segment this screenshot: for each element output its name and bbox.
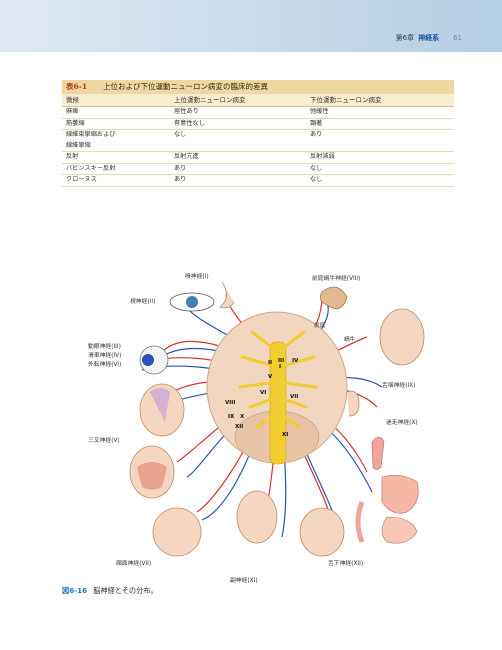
- nose-illustration: [219, 281, 235, 309]
- figure-caption: 図6-16 脳神経とその分布。: [62, 586, 158, 596]
- cochlea-label: 蝸牛: [344, 337, 356, 343]
- numeral-label: IV: [292, 358, 299, 364]
- table-cell: 反射: [66, 153, 79, 160]
- table-cell: 顕著: [310, 119, 323, 127]
- numeral-label: III: [278, 358, 285, 364]
- vestibule-label: 前庭: [314, 323, 326, 329]
- numeral-label: X: [240, 414, 245, 420]
- table-cell: 反射減弱: [310, 153, 335, 160]
- table-header-row: 徴候 上位運動ニューロン病変 下位運動ニューロン病変: [62, 94, 454, 107]
- table-cell: 線維束攣縮および 線維攣縮: [66, 131, 116, 149]
- oculomotor-nerve-label: 動眼神経(III): [88, 344, 121, 350]
- inner-ear-illustration: [319, 286, 348, 309]
- comparison-table: 表6-1 上位および下位運動ニューロン病変の臨床的差異 徴候 上位運動ニューロン病…: [62, 80, 454, 187]
- table-title-bar: 表6-1 上位および下位運動ニューロン病変の臨床的差異: [62, 80, 454, 94]
- table-cell: 筋萎縮: [66, 119, 85, 127]
- numeral-label: VI: [260, 390, 267, 396]
- table-cell: あり: [174, 164, 187, 172]
- table-row: 線維束攣縮および 線維攣縮 なし あり: [62, 130, 454, 152]
- table-cell: 痙性あり: [174, 108, 199, 115]
- numeral-label: II: [268, 360, 273, 366]
- page-number: 61: [453, 34, 462, 42]
- numeral-label: I: [279, 364, 282, 370]
- table-cell: 有意性なし: [174, 119, 205, 127]
- brainstem-illustration: [269, 341, 287, 465]
- table-header-cell: 上位運動ニューロン病変: [174, 96, 246, 104]
- table-row: 筋萎縮 有意性なし 顕著: [62, 119, 454, 130]
- figure-number: 図6-16: [62, 586, 88, 595]
- table-cell: 麻痺: [66, 108, 79, 115]
- numeral-label: VII: [290, 394, 299, 400]
- running-header: 第6章神経系 61: [396, 33, 462, 43]
- table-cell: なし: [310, 176, 323, 183]
- glossopharyngeal-nerve-label: 舌咽神経(IX): [382, 383, 416, 389]
- esophagus-illustration: [355, 501, 365, 543]
- abducens-nerve-label: 外転神経(VI): [88, 362, 122, 368]
- table-cell: 反射亢進: [174, 153, 199, 160]
- optic-nerve-label: 視神経(II): [130, 299, 156, 305]
- numeral-label: VIII: [225, 400, 236, 406]
- table-cell: クローヌス: [66, 176, 97, 183]
- vagus-nerve-label: 迷走神経(X): [386, 420, 418, 426]
- ear-illustration: [346, 390, 360, 417]
- table-title: 上位および下位運動ニューロン病変の臨床的差異: [103, 82, 269, 91]
- table-row: 反射 反射亢進 反射減弱: [62, 152, 454, 164]
- table-row: クローヌス あり なし: [62, 175, 454, 187]
- table-cell: バビンスキー反射: [66, 164, 116, 172]
- table-cell: あり: [310, 131, 323, 138]
- intestine-illustration: [381, 516, 418, 544]
- chapter-label: 第6章: [395, 34, 415, 42]
- cranial-nerves-figure: I II III IV V VI VII VIII IX X XI XII 嗅神…: [82, 262, 442, 584]
- table-cell: あり: [174, 176, 187, 183]
- table-row: 麻痺 痙性あり 弛緩性: [62, 107, 454, 119]
- trochlear-nerve-label: 滑車神経(IV): [88, 353, 122, 359]
- table-number: 表6-1: [66, 82, 88, 91]
- head-illustrations: [129, 308, 425, 557]
- facial-nerve-label: 顔面神経(VII): [116, 561, 152, 567]
- trigeminal-nerve-label: 三叉神経(V): [88, 438, 120, 444]
- face-muscle-illustration: [137, 462, 167, 490]
- table-header-cell: 下位運動ニューロン病変: [310, 96, 382, 104]
- table-cell: なし: [174, 131, 187, 138]
- numeral-label: XII: [235, 424, 244, 430]
- section-label: 神経系: [418, 34, 440, 42]
- accessory-nerve-label: 副神経(XI): [230, 578, 258, 584]
- numeral-label: IX: [228, 414, 235, 420]
- figure-caption-text: 脳神経とその分布。: [93, 586, 158, 595]
- numeral-label: V: [268, 374, 273, 380]
- pupil-illustration: [142, 354, 154, 366]
- header-band: [0, 0, 502, 52]
- hypoglossal-nerve-label: 舌下神経(XII): [328, 561, 364, 567]
- table-cell: 弛緩性: [310, 108, 329, 115]
- vestibulocochlear-nerve-label: 前庭蝸牛神経(VIII): [312, 276, 361, 282]
- iris-illustration: [186, 296, 198, 308]
- cranial-nerves-illustration: [129, 281, 425, 557]
- table-row: バビンスキー反射 あり なし: [62, 164, 454, 175]
- stomach-illustration: [381, 475, 419, 514]
- numeral-label: XI: [282, 432, 289, 438]
- heart-illustration: [371, 436, 385, 470]
- trigeminal-zone-illustration: [150, 388, 170, 422]
- table-header-cell: 徴候: [66, 96, 79, 104]
- cranial-nerve-roots: [238, 330, 318, 429]
- table-cell: なし: [310, 164, 323, 172]
- olfactory-nerve-label: 嗅神経(I): [185, 274, 209, 280]
